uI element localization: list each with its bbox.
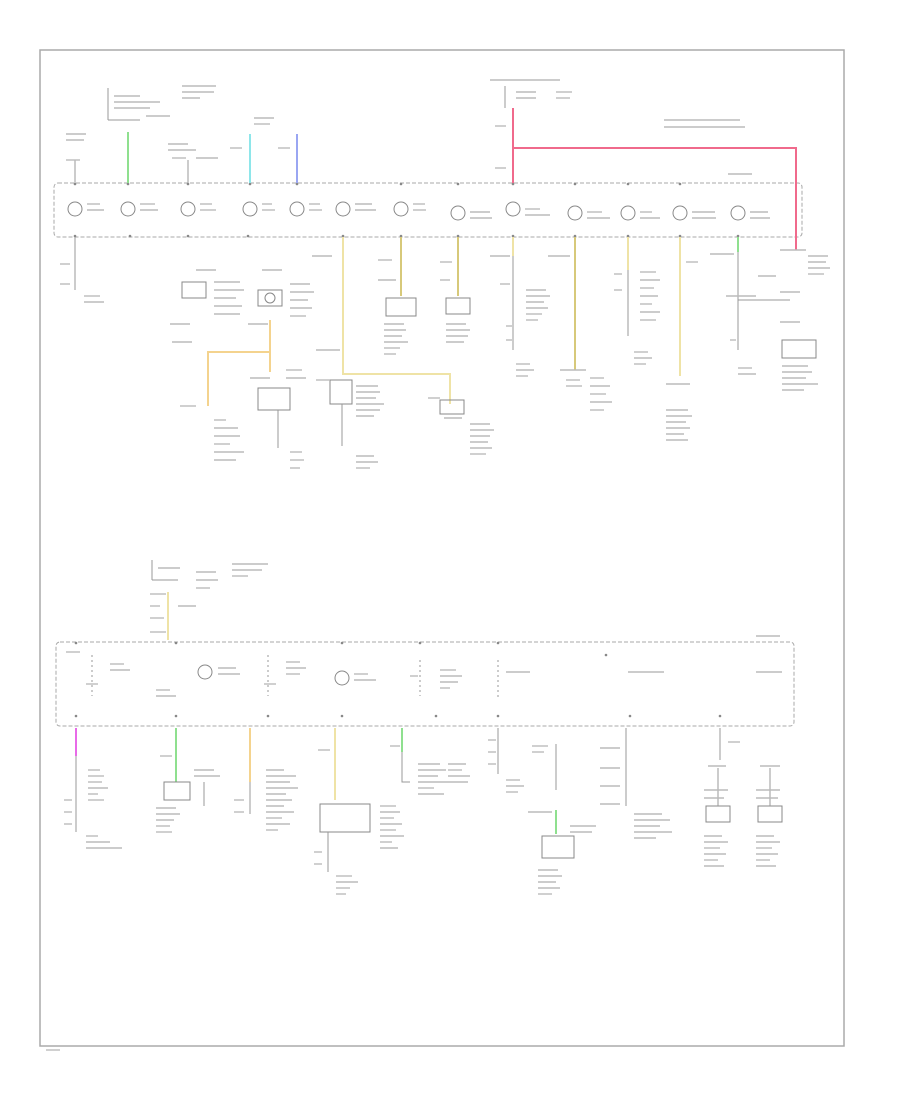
upper-bottom-wires xyxy=(60,237,830,469)
switch-component xyxy=(181,281,207,299)
lower-cluster-label-marks xyxy=(66,635,782,697)
lamp-symbol xyxy=(505,201,521,217)
lower-lamps xyxy=(197,664,350,686)
page-frame xyxy=(39,49,845,1047)
lower-cluster xyxy=(55,635,795,727)
lamp-symbol xyxy=(335,201,351,217)
lamp-symbol xyxy=(730,205,746,221)
lamp-symbol xyxy=(289,201,305,217)
lamp-symbol xyxy=(450,205,466,221)
switch-component xyxy=(257,289,283,307)
lamp-symbol xyxy=(393,201,409,217)
upper-cluster-outline xyxy=(53,182,803,238)
pink-wire-branch xyxy=(513,147,797,250)
lamp-symbol xyxy=(620,205,636,221)
lamp-symbol xyxy=(67,201,83,217)
lower-feed xyxy=(150,560,268,640)
upper-lamps xyxy=(67,201,746,221)
upper-pin-dots xyxy=(73,182,740,238)
lamp-symbol xyxy=(242,201,258,217)
lower-cluster-outline xyxy=(55,641,795,727)
lamp-symbol xyxy=(180,201,196,217)
lamp-symbol xyxy=(120,201,136,217)
lower-internal-dashes xyxy=(91,655,499,700)
upper-cluster xyxy=(53,173,803,238)
upper-lamp-label-marks xyxy=(87,173,770,219)
upper-top-wires xyxy=(66,79,797,250)
lower-bottom-wires xyxy=(64,728,783,895)
orange-wire xyxy=(207,320,271,406)
yellow-wire xyxy=(342,237,451,404)
lower-pin-dots xyxy=(74,641,722,718)
lamp-symbol xyxy=(567,205,583,221)
lamp-symbol xyxy=(672,205,688,221)
